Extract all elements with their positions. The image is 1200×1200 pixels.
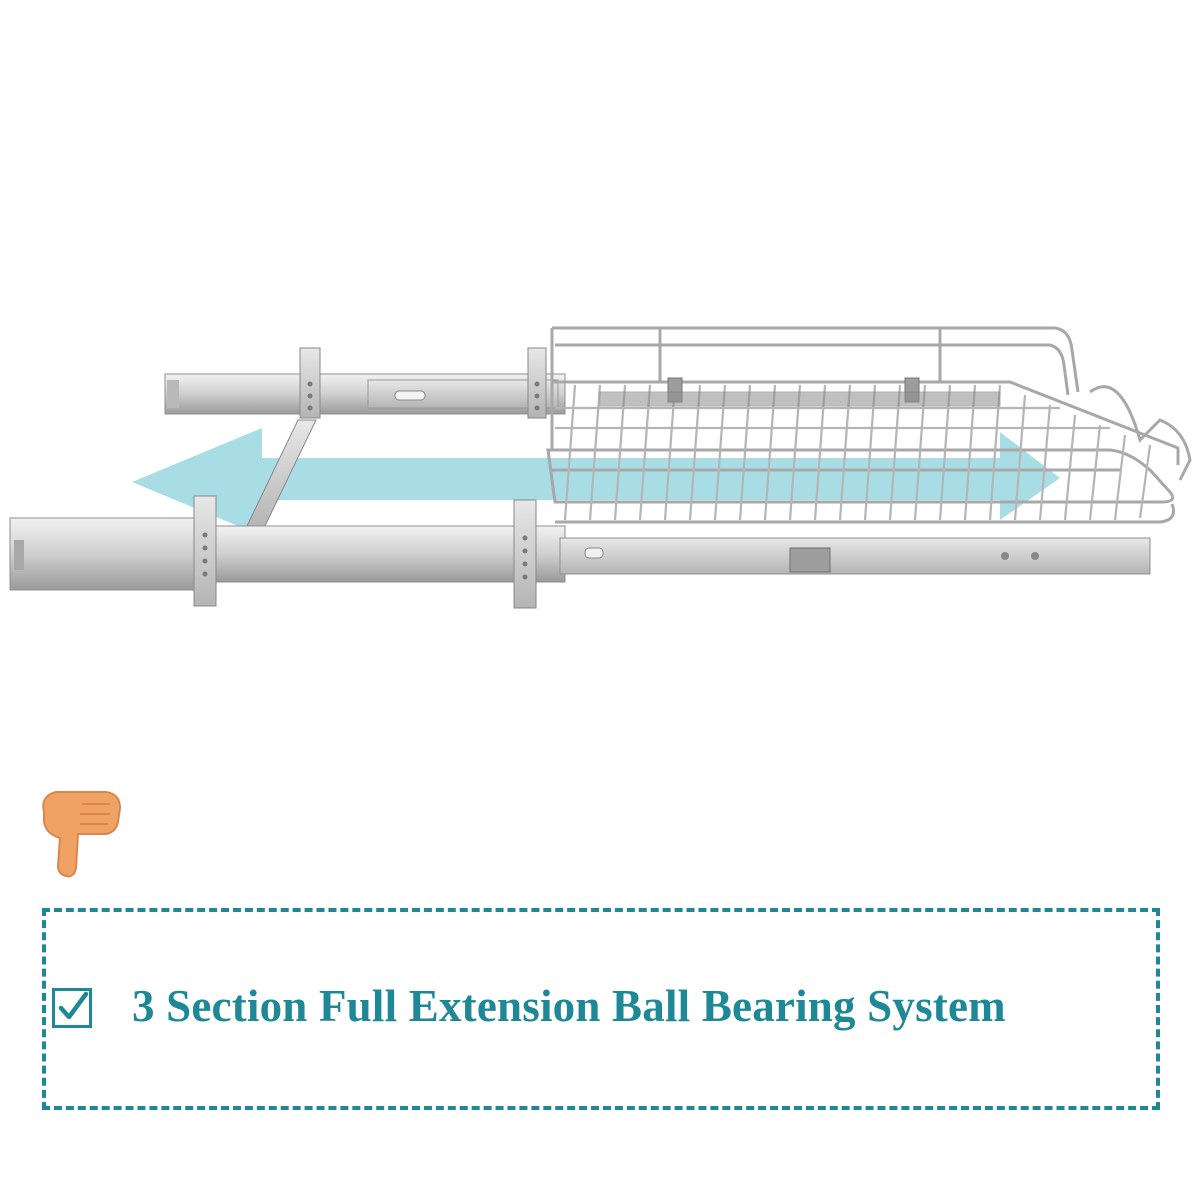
- basket-clips: [599, 377, 1001, 407]
- checkmark-icon: [52, 988, 92, 1028]
- upper-slide-rail: [164, 347, 566, 419]
- lower-slide-rail: [9, 381, 1151, 609]
- feature-headline: 3 Section Full Extension Ball Bearing Sy…: [132, 981, 1006, 1031]
- pointing-down-hand-icon: [42, 791, 122, 878]
- wire-basket: [546, 326, 1192, 524]
- pull-out-basket-illustration: [9, 326, 1192, 609]
- feature-callout-box: [42, 908, 1160, 1110]
- pull-direction-arrow: [132, 428, 1060, 536]
- basket-wire-grid: [555, 384, 1152, 521]
